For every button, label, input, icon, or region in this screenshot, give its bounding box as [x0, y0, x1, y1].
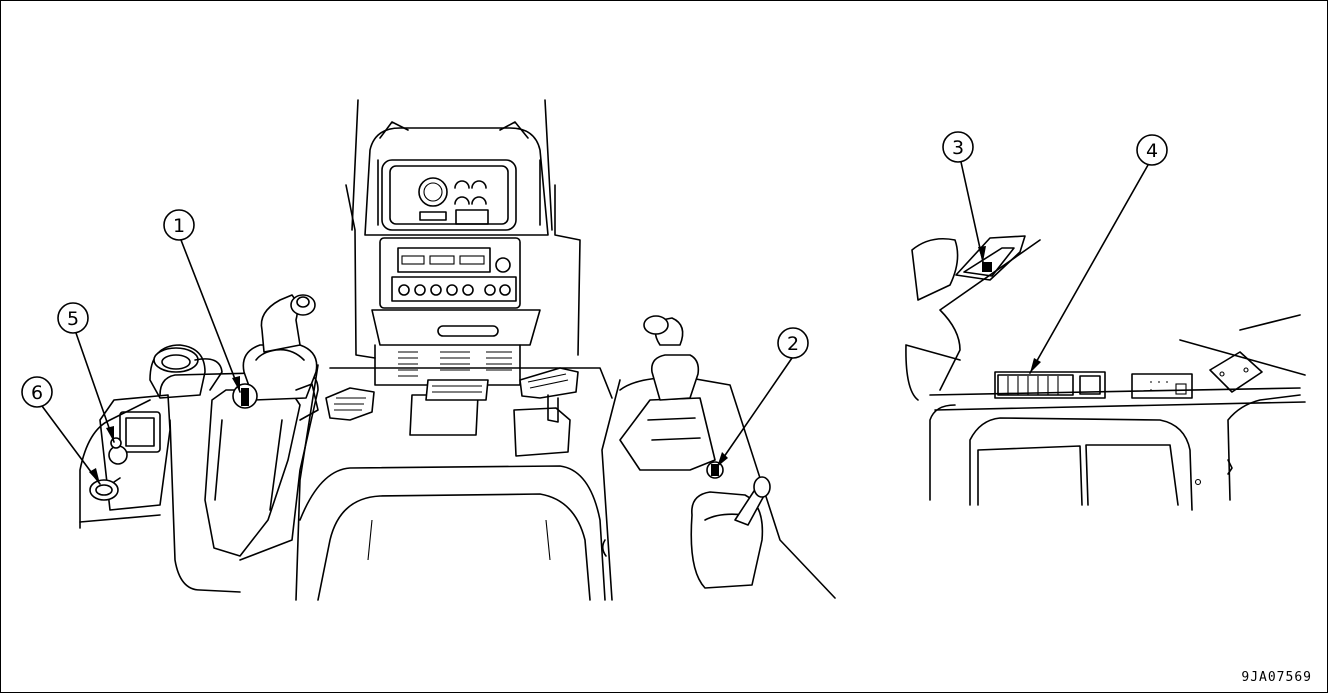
figure-code: 9JA07569	[1241, 670, 1312, 685]
callout-5-label: 5	[67, 308, 79, 330]
side-console-left	[80, 345, 222, 528]
callout-2: 2	[778, 328, 808, 358]
instrument-panel	[365, 128, 548, 345]
callout-1: 1	[164, 210, 194, 240]
callout-3: 3	[943, 132, 973, 162]
operator-seat	[300, 466, 605, 600]
callout-4-label: 4	[1146, 140, 1158, 162]
callout-6: 6	[22, 377, 52, 407]
callout-1-label: 1	[173, 215, 185, 237]
callout-6-label: 6	[31, 382, 43, 404]
right-console	[602, 316, 835, 600]
left-console	[160, 295, 318, 592]
callout-2-label: 2	[787, 333, 799, 355]
ceiling-inset-view	[906, 236, 1305, 510]
pedals	[326, 368, 578, 456]
callout-leaders	[42, 162, 1148, 484]
callout-3-label: 3	[952, 137, 964, 159]
callout-4: 4	[1137, 135, 1167, 165]
callout-5: 5	[58, 303, 88, 333]
main-cab-view	[80, 100, 835, 600]
